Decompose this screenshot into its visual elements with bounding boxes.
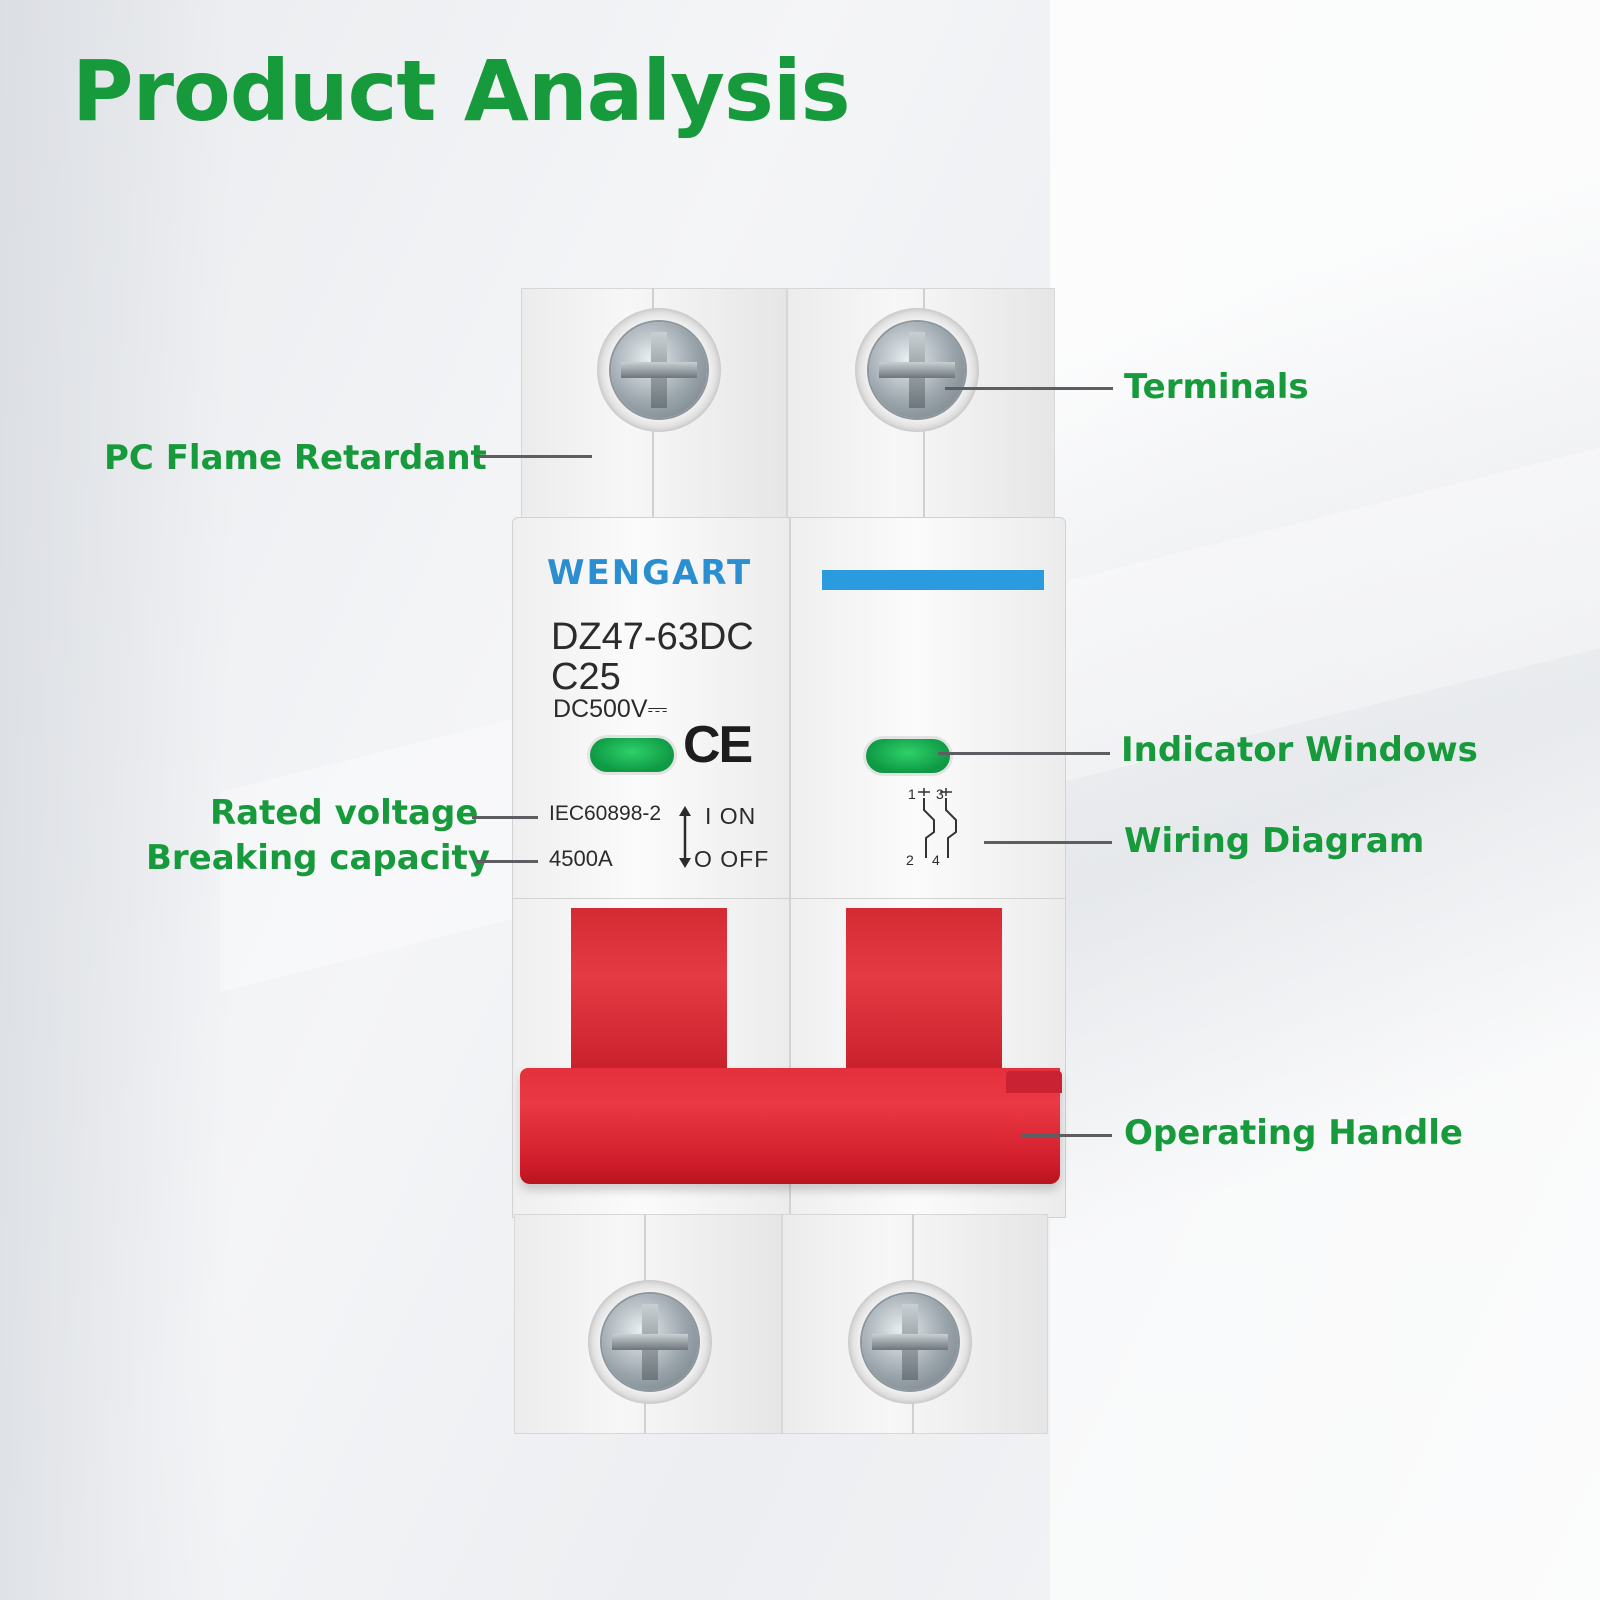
leader-line-indicator-windows (938, 752, 1110, 755)
ce-mark: CE (683, 716, 753, 774)
model-number: DZ47-63DC (551, 616, 754, 658)
breaking-capacity-value: 4500A (549, 846, 613, 871)
label-breaking-capacity: Breaking capacity (146, 838, 490, 878)
blue-stripe (822, 570, 1044, 590)
on-off-arrow-icon (679, 806, 691, 868)
pin-label: 1 (908, 786, 916, 802)
label-terminals: Terminals (1124, 367, 1309, 407)
label-indicator-windows: Indicator Windows (1121, 730, 1478, 770)
indicator-window-left (590, 738, 674, 772)
brand-logo: WENGART (547, 553, 753, 593)
indicator-window-right (866, 739, 950, 773)
leader-line-terminals (945, 387, 1113, 390)
leader-line-wiring-diagram (984, 841, 1112, 844)
toggle-right (846, 908, 1002, 1078)
terminal-screw (848, 1280, 972, 1404)
label-rated-voltage: Rated voltage (210, 793, 479, 833)
off-label: O OFF (694, 846, 770, 872)
body-panel-left (512, 517, 790, 903)
terminal-screw (597, 308, 721, 432)
operating-handle (520, 1068, 1060, 1184)
page-title: Product Analysis (72, 42, 851, 140)
screw-icon (602, 1294, 698, 1390)
curve-rating: C25 (551, 656, 621, 698)
screw-icon (869, 322, 965, 418)
toggle-left (571, 908, 727, 1078)
label-wiring-diagram: Wiring Diagram (1124, 821, 1425, 861)
wiring-diagram-icon (918, 788, 957, 858)
voltage-rating: DC500V⎓ (553, 695, 668, 723)
pin-label: 2 (906, 852, 914, 868)
standard-code: IEC60898-2 (549, 802, 662, 825)
terminal-screw (855, 308, 979, 432)
screw-icon (862, 1294, 958, 1390)
terminal-screw (588, 1280, 712, 1404)
label-pc-flame-retardant: PC Flame Retardant (104, 438, 487, 478)
pin-label: 4 (932, 852, 940, 868)
pin-label: 3 (936, 786, 944, 802)
screw-icon (611, 322, 707, 418)
on-label: I ON (705, 803, 757, 829)
label-operating-handle: Operating Handle (1124, 1113, 1463, 1153)
leader-line-breaking-capacity (476, 860, 538, 863)
handle-edge (1006, 1071, 1062, 1093)
leader-line-pc-flame-retardant (475, 455, 592, 458)
leader-line-rated-voltage (472, 816, 538, 819)
leader-line-operating-handle (1022, 1134, 1112, 1137)
